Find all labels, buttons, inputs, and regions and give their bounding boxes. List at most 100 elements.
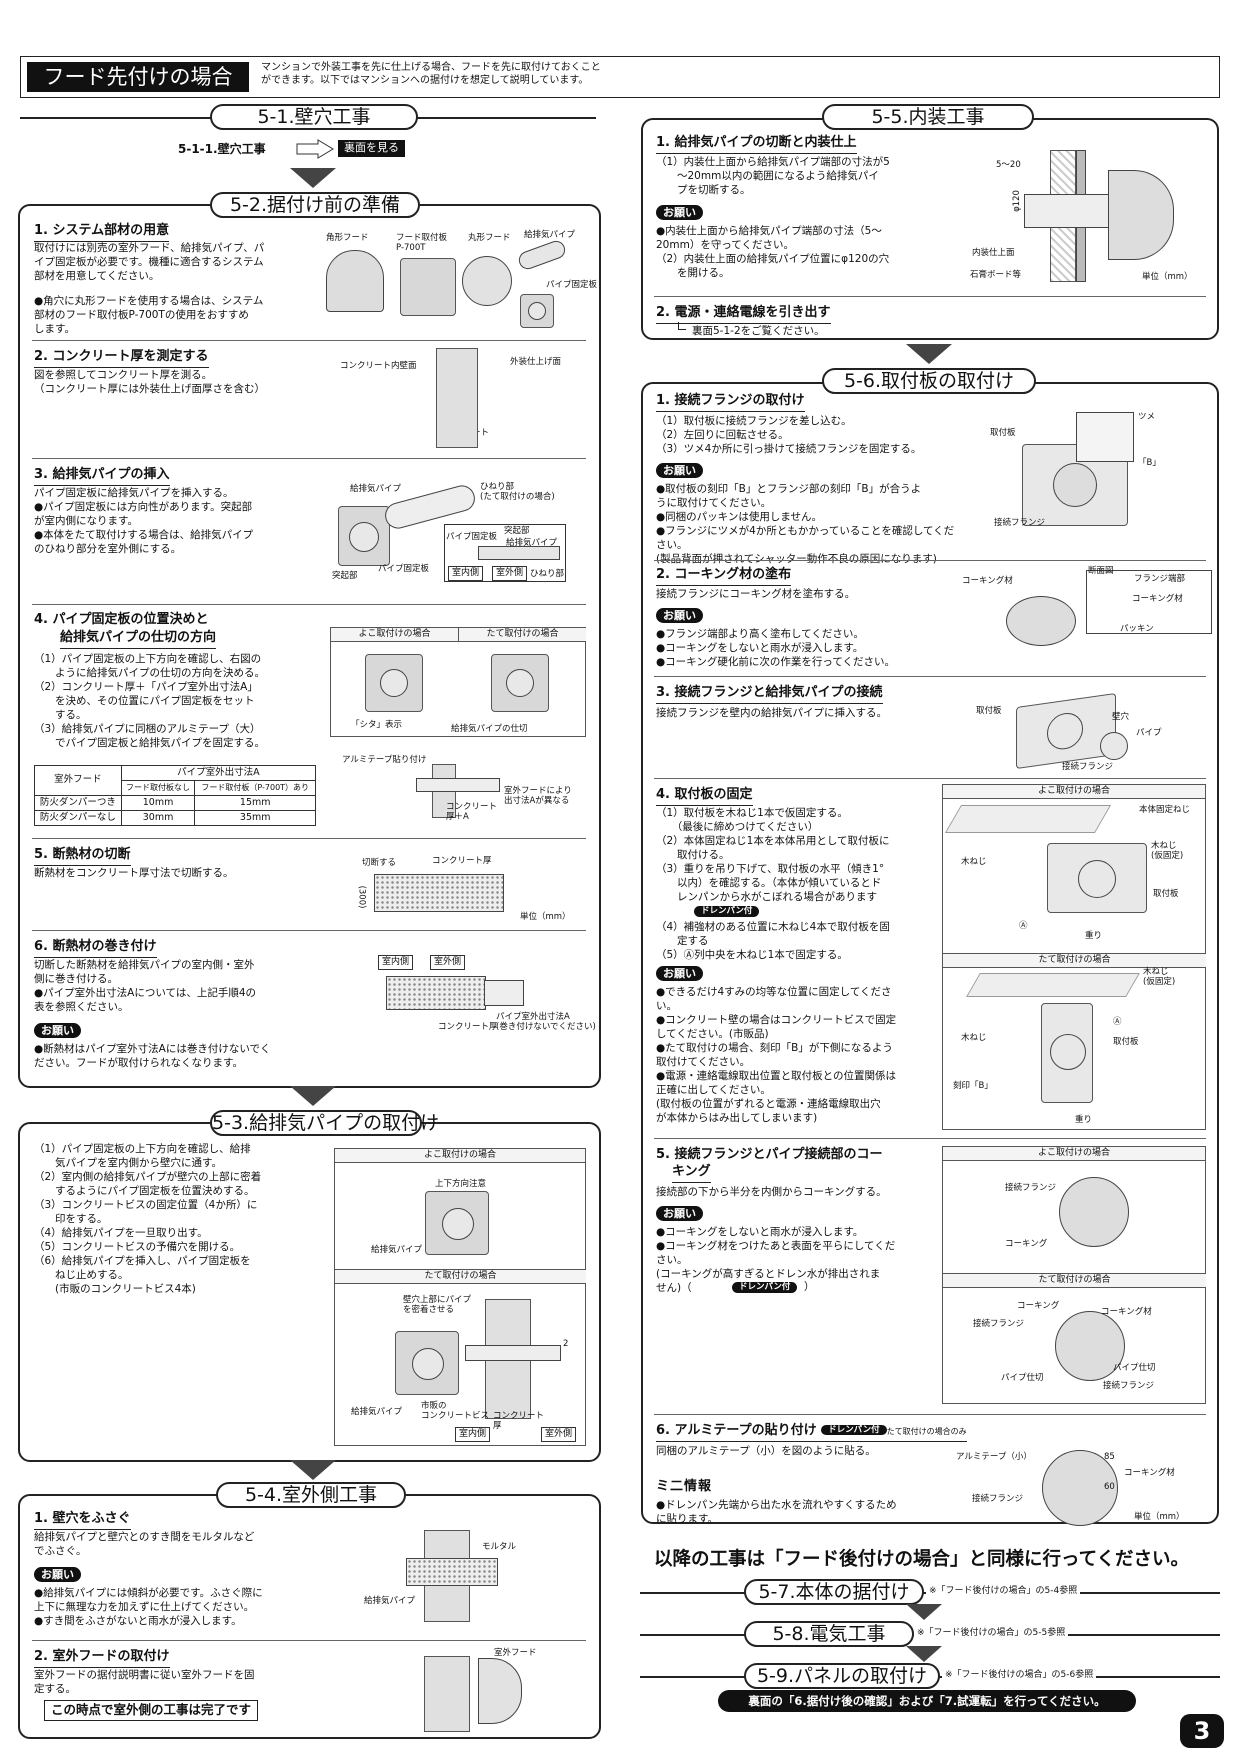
step-text: 断熱材をコンクリート厚寸法で切断する。 [34, 867, 234, 879]
fig-label: 85 [1104, 1452, 1115, 1462]
inset-figure [444, 524, 566, 582]
fig-label: パイプ固定板 [546, 280, 598, 290]
header-box: フード先付けの場合 マンションで外装工事を先に仕上げる場合、フードを先に取付けて… [20, 56, 1220, 98]
section-5-1-title: 5-1.壁穴工事 [210, 104, 418, 130]
fig-label: パイプ [1136, 728, 1162, 738]
step-text: （1）パイプ固定板の上下方向を確認し、給排 気パイプを室内側から壁穴に通す。 （… [34, 1143, 262, 1295]
section-5-2-title: 5-2.据付け前の準備 [210, 192, 420, 218]
request-badge: お願い [34, 1567, 81, 1582]
fig-label: 突起部 [332, 571, 358, 581]
later-note: 以降の工事は「フード後付けの場合」と同様に行ってください。 [654, 1549, 1190, 1570]
fig-label: パッキン [1120, 624, 1154, 634]
pipe-plate-icon [520, 294, 554, 328]
step-note: ●コーキングをしないと雨水が浸入します。 ●コーキング材をつけたあと表面を平らに… [656, 1226, 896, 1294]
step-heading: 2. 室外フードの取付け [34, 1648, 170, 1668]
insulation-icon [374, 874, 504, 912]
pipe-icon [416, 778, 500, 792]
ref-note: ※「フード後付けの場合」の5-6参照 [942, 1669, 1097, 1682]
section-5-6-title: 5-6.取付板の取付け [822, 368, 1036, 394]
step-note: ●ドレンパン先端から出た水を流れやすくするため に貼ります。 [656, 1499, 897, 1525]
ref-note: ※「フード後付けの場合」の5-5参照 [914, 1627, 1069, 1640]
outdoor-label: 室外側 [492, 566, 528, 581]
figure-caption: たて取付けの場合 [943, 1274, 1206, 1288]
step-text: 接続フランジを壁内の給排気パイプに挿入する。 [656, 707, 887, 719]
fig-label: コーキング材 [962, 576, 1013, 586]
unit-label: 単位（mm） [1134, 1512, 1185, 1522]
step-note: ●断熱材はパイプ室外寸法Aには巻き付けないでく ださい。フードが取付けられなくな… [34, 1043, 271, 1069]
fig-label: 「B」 [1138, 458, 1161, 468]
fig-label: フード取付板 P-700T [396, 233, 448, 253]
plate-vertical [491, 654, 549, 712]
step-text: （1）内装仕上面から給排気パイプ端部の寸法が5 ～20mm以内の範囲になるよう給… [656, 156, 890, 196]
flow-arrow [906, 344, 952, 364]
step-heading: 6. 断熱材の巻き付け [34, 938, 157, 958]
step-text: （1）取付板に接続フランジを差し込む。 （2）左回りに回転させる。 （3）ツメ4… [656, 415, 922, 455]
fig-label: 接続フランジ [1062, 762, 1114, 772]
header-desc-1: マンションで外装工事を先に仕上げる場合、フードを先に取付けておくこと [261, 62, 601, 73]
outdoor-label: 室外側 [430, 955, 466, 970]
request-badge: お願い [656, 463, 703, 478]
fig-label: ひねり部 (たて取付けの場合) [480, 482, 555, 502]
step-heading: 4. 取付板の固定 [656, 786, 753, 806]
dimension-table: 室外フードパイプ室外出寸法A フード取付板なしフード取付板（P-700T）あり … [34, 765, 317, 826]
hood-plate-icon [400, 258, 456, 316]
fig-label: 給排気パイプ [506, 538, 558, 548]
step-text: 同梱のアルミテープ（小）を図のように貼る。 [656, 1445, 876, 1457]
step-text: 図を参照してコンクリート厚を測る。 （コンクリート厚には外装仕上げ面厚さを含む） [34, 369, 265, 395]
fig-label: 給排気パイプ [524, 230, 576, 240]
step-heading: 2. コンクリート厚を測定する [34, 348, 209, 368]
fig-label: 接続フランジ [972, 1494, 1024, 1504]
section-5-8-title: 5-8.電気工事 [744, 1621, 914, 1647]
plate-horizontal [365, 654, 423, 712]
flow-arrow [290, 1086, 336, 1106]
step-text: （4）補強材のある位置に木ねじ4本で取付板を固 定する （5）Ⓐ列中央を木ねじ1… [656, 921, 890, 961]
fig-label: 外装仕上げ面 [510, 357, 562, 367]
fig-label: 断面図 [1088, 566, 1114, 576]
fig-label: 角形フード [326, 233, 369, 243]
flow-arrow [290, 1460, 336, 1480]
step-text: 取付けには別売の室外フード、給排気パイプ、パ イプ固定板が必要です。機種に適合す… [34, 242, 265, 282]
step-heading: 3. 給排気パイプの挿入 [34, 466, 170, 486]
step-heading: キング [672, 1163, 711, 1183]
header-desc-2: ができます。以下ではマンションへの据付けを想定して説明しています。 [261, 75, 589, 86]
fig-label: コンクリート内壁面 [340, 361, 417, 371]
fig-label: 給排気パイプ [364, 1596, 416, 1606]
step-text: パイプ固定板に給排気パイプを挿入する。 ●パイプ固定板には方向性があります。突起… [34, 487, 254, 555]
figure-panel: よこ取付けの場合 接続フランジ コーキング たて取付けの場合 コーキング コーキ… [942, 1146, 1206, 1404]
see-back-badge: 裏面を見る [338, 140, 405, 157]
flange-icon [1006, 596, 1076, 646]
right-arrow-icon [296, 139, 334, 159]
step-note: ●フランジ端部より高く塗布してください。 ●コーキングをしないと雨水が浸入します… [656, 628, 896, 668]
step-heading: 2. 電源・連絡電線を引き出す [656, 304, 831, 324]
square-hood-icon [326, 250, 384, 312]
fig-label: 「シタ」表示 [351, 720, 403, 730]
step-heading: 1. 給排気パイプの切断と内装仕上 [656, 134, 857, 154]
step-text: 給排気パイプと壁穴とのすき間をモルタルなど でふさぐ。 [34, 1531, 255, 1557]
mini-info-badge: ミ二情報 [656, 1479, 713, 1494]
fig-label: 取付板 [976, 706, 1002, 716]
done-box: この時点で室外側の工事は完了です [44, 1700, 259, 1721]
fig-label: φ120 [1011, 190, 1022, 212]
concrete-wall [436, 348, 478, 448]
fig-label: 接続フランジ [994, 518, 1046, 528]
fig-label: アルミテープ貼り付け [342, 755, 427, 765]
fig-label: 壁穴 [1112, 712, 1130, 722]
figure-caption: よこ取付けの場合 [335, 1149, 585, 1163]
figure-caption: よこ取付けの場合 [331, 628, 458, 642]
figure-caption: よこ取付けの場合 [943, 785, 1205, 799]
fig-label: パイプ固定板 [446, 532, 498, 542]
request-badge: お願い [34, 1023, 81, 1038]
fig-label: コーキング材 [1132, 594, 1183, 604]
figure-panel: よこ取付けの場合 本体固定ねじ 木ねじ (仮固定) 木ねじ 取付板 重り Ⓐ た… [942, 784, 1206, 1130]
fig-label: 切断する [362, 858, 397, 868]
fig-label: パイプ固定板 [378, 564, 430, 574]
fig-label: 石膏ボード等 [970, 270, 1022, 280]
fig-label: 丸形フード [468, 233, 511, 243]
request-badge: お願い [656, 1206, 703, 1221]
request-badge: お願い [656, 966, 703, 981]
step-heading: 5. 断熱材の切断 [34, 846, 131, 866]
step-text: 裏面5-1-2をご覧ください。 [692, 325, 825, 337]
step-heading: 5. 接続フランジとパイプ接続部のコー [656, 1147, 883, 1162]
